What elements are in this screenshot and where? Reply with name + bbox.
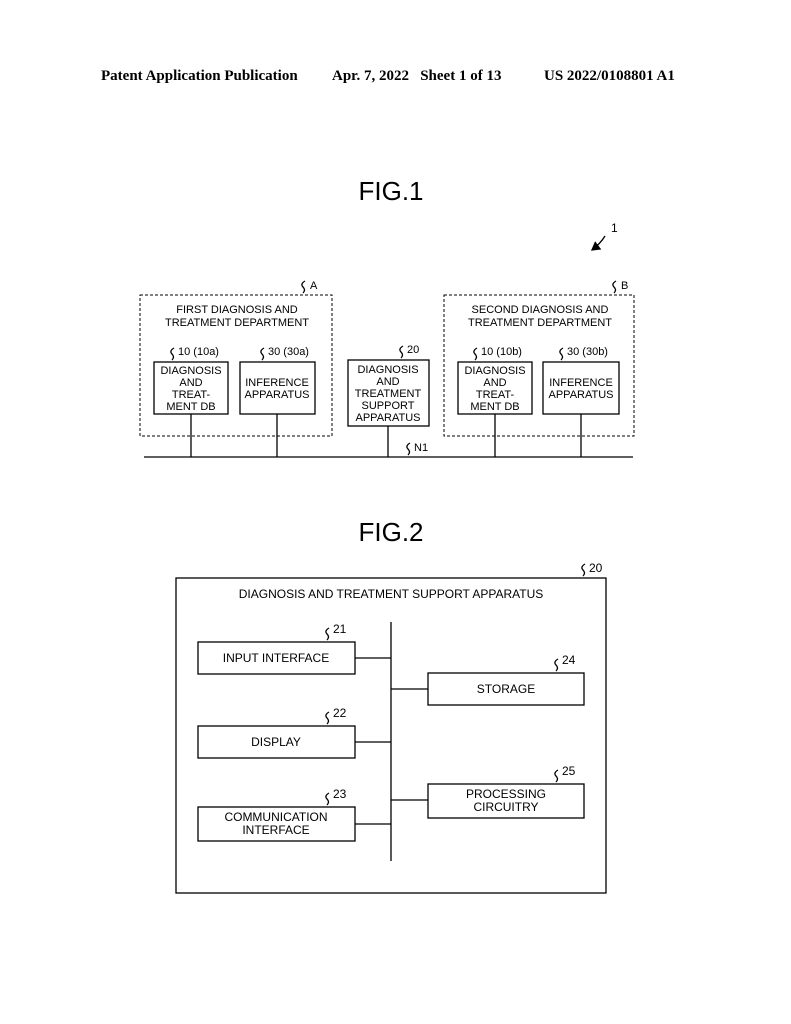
apparatus-title: DIAGNOSIS AND TREATMENT SUPPORT APPARATU… (239, 587, 544, 601)
dept-b-leader (613, 281, 616, 293)
dept-b-inference-leader (560, 348, 563, 360)
dept-b-db-ref: 10 (10b) (481, 346, 522, 358)
dept-b-db-line: MENT DB (470, 401, 519, 413)
support-apparatus-line: SUPPORT (362, 400, 415, 412)
input-interface-label: INPUT INTERFACE (223, 651, 329, 665)
dept-b-db-line: DIAGNOSIS (464, 365, 525, 377)
network-leader (407, 443, 410, 455)
network-ref: N1 (414, 442, 428, 454)
support-apparatus-leader (400, 346, 403, 358)
communication-interface-line: INTERFACE (242, 823, 309, 837)
dept-a-leader (302, 281, 305, 293)
processing-circuitry-line: CIRCUITRY (473, 800, 538, 814)
dept-b-inference-line: INFERENCE (549, 377, 613, 389)
input-interface-ref: 21 (333, 622, 347, 636)
dept-a-db-line: TREAT- (172, 389, 211, 401)
apparatus-ref: 20 (589, 561, 603, 575)
support-apparatus-line: AND (376, 376, 399, 388)
system-ref-arrow (592, 236, 605, 250)
dept-a-inference-line: INFERENCE (245, 377, 309, 389)
dept-a-db-line: AND (179, 377, 202, 389)
dept-a-title-line2: TREATMENT DEPARTMENT (165, 317, 309, 329)
dept-b-inference-ref: 30 (30b) (567, 346, 608, 358)
dept-a-ref: A (310, 280, 318, 292)
dept-b-inference-line: APPARATUS (549, 389, 614, 401)
storage-label: STORAGE (477, 682, 535, 696)
communication-interface-line: COMMUNICATION (224, 810, 327, 824)
storage-ref: 24 (562, 653, 576, 667)
fig1-system-ref: 1 (611, 221, 618, 235)
dept-a-db-leader (171, 348, 174, 360)
dept-a-inference-ref: 30 (30a) (268, 346, 309, 358)
display-label: DISPLAY (251, 735, 301, 749)
dept-b-db-line: TREAT- (476, 389, 515, 401)
display-ref: 22 (333, 706, 347, 720)
support-apparatus-ref: 20 (407, 344, 419, 356)
support-apparatus-line: APPARATUS (356, 412, 421, 424)
dept-a-db-line: MENT DB (166, 401, 215, 413)
dept-b-db-leader (474, 348, 477, 360)
dept-b-title-line1: SECOND DIAGNOSIS AND (472, 304, 609, 316)
processing-circuitry-ref: 25 (562, 764, 576, 778)
processing-circuitry-line: PROCESSING (466, 787, 546, 801)
support-apparatus-line: TREATMENT (355, 388, 422, 400)
fig1-title: FIG.1 (358, 176, 423, 206)
apparatus-leader (582, 564, 585, 576)
dept-a-inference-leader (261, 348, 264, 360)
dept-a-db-line: DIAGNOSIS (160, 365, 221, 377)
communication-interface-ref: 23 (333, 787, 347, 801)
fig2-title: FIG.2 (358, 517, 423, 547)
dept-b-ref: B (621, 280, 628, 292)
support-apparatus-line: DIAGNOSIS (357, 364, 418, 376)
dept-b-db-line: AND (483, 377, 506, 389)
dept-a-inference-line: APPARATUS (245, 389, 310, 401)
dept-b-title-line2: TREATMENT DEPARTMENT (468, 317, 612, 329)
dept-a-title-line1: FIRST DIAGNOSIS AND (176, 304, 297, 316)
dept-a-db-ref: 10 (10a) (178, 346, 219, 358)
